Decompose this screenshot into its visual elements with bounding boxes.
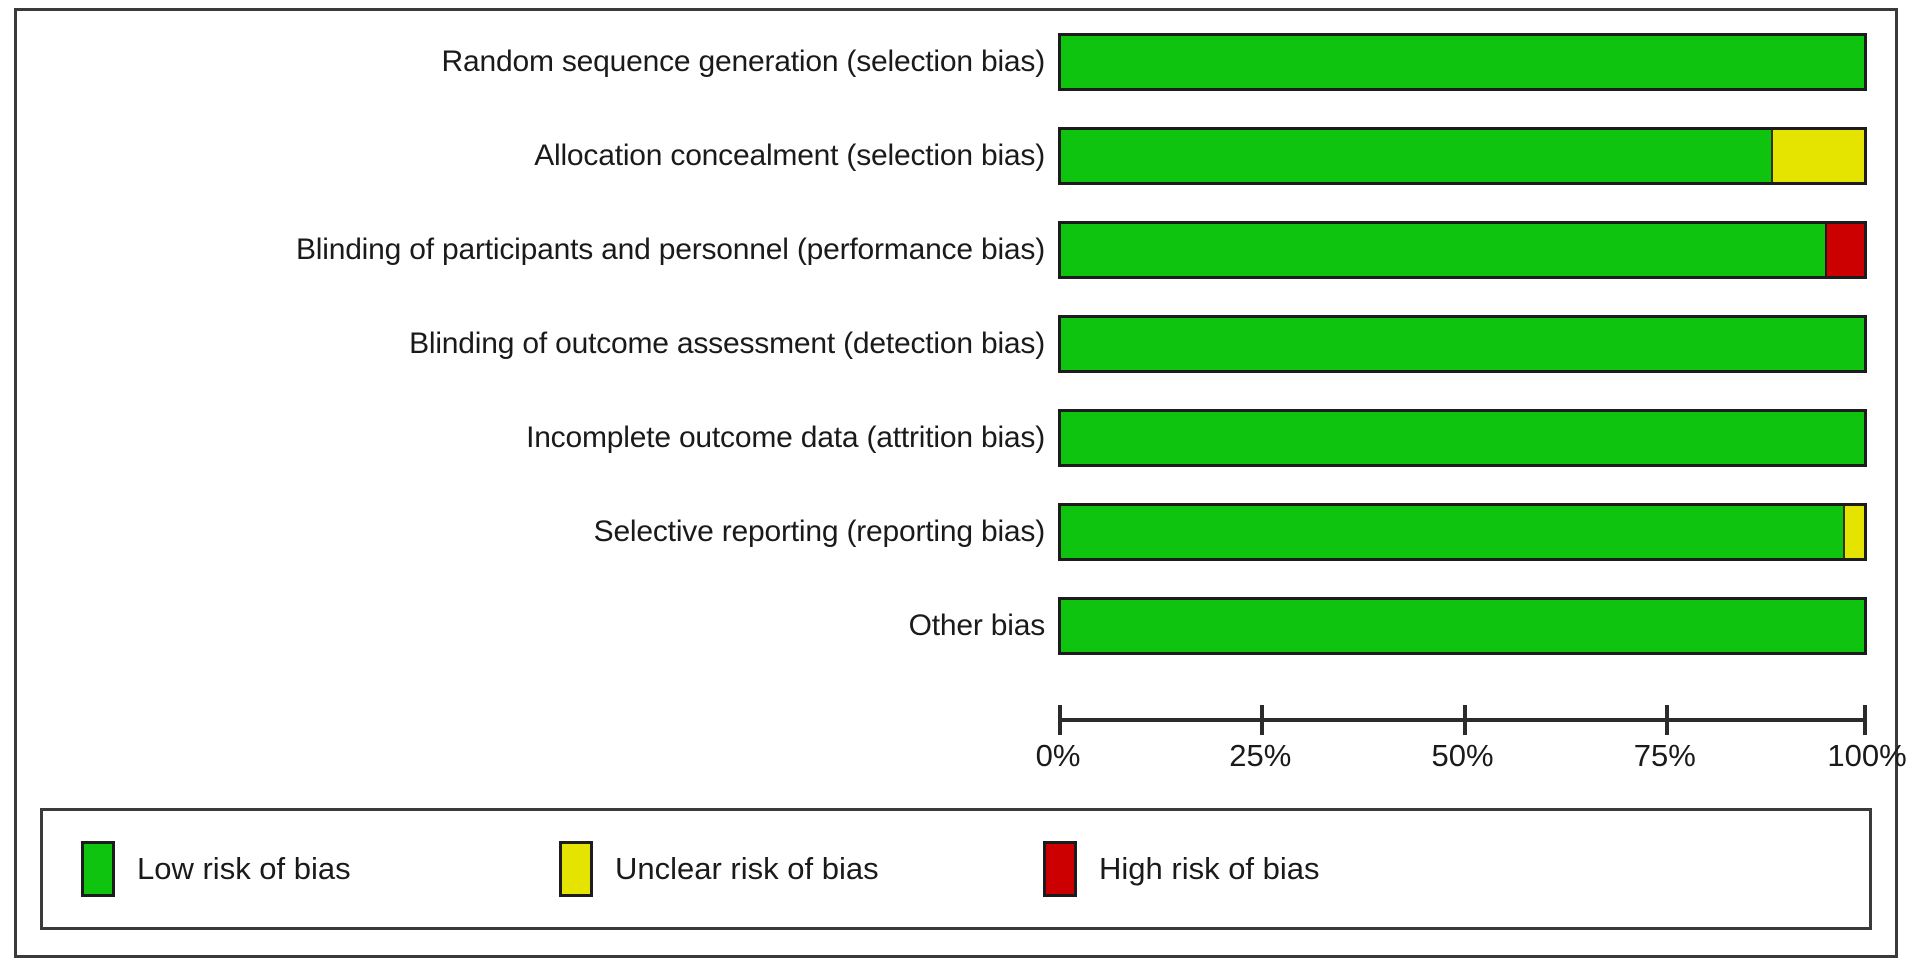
axis-tick-label: 50% bbox=[1431, 738, 1494, 773]
bar-segment-low bbox=[1061, 506, 1844, 558]
bar-segment-unclear bbox=[1843, 506, 1864, 558]
axis-tick bbox=[1058, 705, 1062, 735]
legend-item-high: High risk of bias bbox=[1043, 841, 1320, 897]
legend-label: Unclear risk of bias bbox=[615, 851, 879, 886]
bar-row: Blinding of outcome assessment (detectio… bbox=[0, 315, 1913, 373]
legend-swatch-low-icon bbox=[81, 841, 115, 897]
bar-row-label: Blinding of participants and personnel (… bbox=[295, 233, 1045, 266]
legend-label: High risk of bias bbox=[1099, 851, 1320, 886]
bar-rows: Random sequence generation (selection bi… bbox=[0, 33, 1913, 655]
bar-row: Incomplete outcome data (attrition bias) bbox=[0, 409, 1913, 467]
axis-tick bbox=[1863, 705, 1867, 735]
axis-tick-label: 25% bbox=[1229, 738, 1292, 773]
axis-tick bbox=[1260, 705, 1265, 735]
axis-tick bbox=[1462, 705, 1467, 735]
bar-row: Random sequence generation (selection bi… bbox=[0, 33, 1913, 91]
axis-tick bbox=[1664, 705, 1669, 735]
axis-tick-label: 0% bbox=[1035, 738, 1081, 773]
axis-tick-label: 100% bbox=[1827, 738, 1907, 773]
bar-segment-low bbox=[1061, 224, 1825, 276]
bar-track bbox=[1058, 33, 1867, 91]
legend-item-low: Low risk of bias bbox=[81, 841, 351, 897]
bar-segment-low bbox=[1061, 318, 1864, 370]
axis-tick-label: 75% bbox=[1633, 738, 1696, 773]
bar-row-label: Blinding of outcome assessment (detectio… bbox=[409, 327, 1045, 360]
bar-row-label: Selective reporting (reporting bias) bbox=[593, 515, 1046, 548]
bar-row-label: Allocation concealment (selection bias) bbox=[534, 139, 1045, 172]
bar-track bbox=[1058, 597, 1867, 655]
bar-row-label: Incomplete outcome data (attrition bias) bbox=[526, 421, 1045, 454]
bar-track bbox=[1058, 503, 1867, 561]
bar-row: Blinding of participants and personnel (… bbox=[0, 221, 1913, 279]
x-axis bbox=[1058, 705, 1867, 735]
legend: Low risk of bias Unclear risk of bias High… bbox=[40, 808, 1872, 930]
bar-segment-low bbox=[1061, 600, 1864, 652]
bar-segment-unclear bbox=[1770, 130, 1864, 182]
plot-area: Random sequence generation (selection bi… bbox=[0, 33, 1913, 773]
bar-segment-high bbox=[1824, 224, 1864, 276]
bar-segment-low bbox=[1061, 36, 1864, 88]
bar-track bbox=[1058, 409, 1867, 467]
bar-track bbox=[1058, 127, 1867, 185]
bar-track bbox=[1058, 315, 1867, 373]
bar-row: Allocation concealment (selection bias) bbox=[0, 127, 1913, 185]
bar-segment-low bbox=[1061, 130, 1771, 182]
bar-row-label: Other bias bbox=[908, 609, 1046, 642]
legend-item-unclear: Unclear risk of bias bbox=[559, 841, 879, 897]
bar-row-label: Random sequence generation (selection bi… bbox=[441, 45, 1046, 78]
bar-track bbox=[1058, 221, 1867, 279]
bar-row: Other bias bbox=[0, 597, 1913, 655]
legend-swatch-unclear-icon bbox=[559, 841, 593, 897]
legend-label: Low risk of bias bbox=[137, 851, 351, 886]
legend-swatch-high-icon bbox=[1043, 841, 1077, 897]
bar-segment-low bbox=[1061, 412, 1864, 464]
bar-row: Selective reporting (reporting bias) bbox=[0, 503, 1913, 561]
